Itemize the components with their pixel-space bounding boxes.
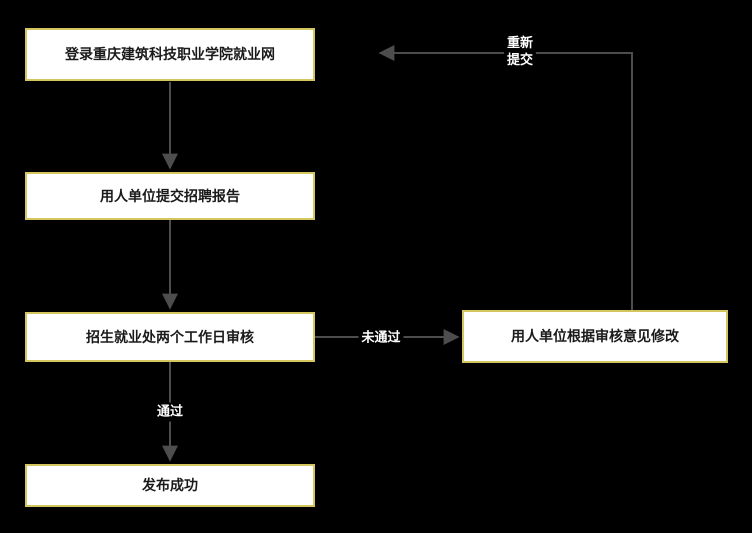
arrow-modify-to-login — [378, 45, 633, 310]
node-review: 招生就业处两个工作日审核 — [25, 312, 315, 362]
edge-label-resubmit-line1: 重新 — [506, 35, 534, 51]
node-submit-report: 用人单位提交招聘报告 — [25, 172, 315, 220]
edge-label-fail: 未通过 — [358, 328, 404, 348]
node-modify: 用人单位根据审核意见修改 — [462, 310, 728, 363]
edge-label-resubmit: 重新 提交 — [503, 34, 537, 70]
node-login: 登录重庆建筑科技职业学院就业网 — [25, 28, 315, 81]
edge-label-pass: 通过 — [153, 402, 187, 422]
edge-label-resubmit-line2: 提交 — [506, 52, 534, 67]
node-published: 发布成功 — [25, 464, 315, 507]
